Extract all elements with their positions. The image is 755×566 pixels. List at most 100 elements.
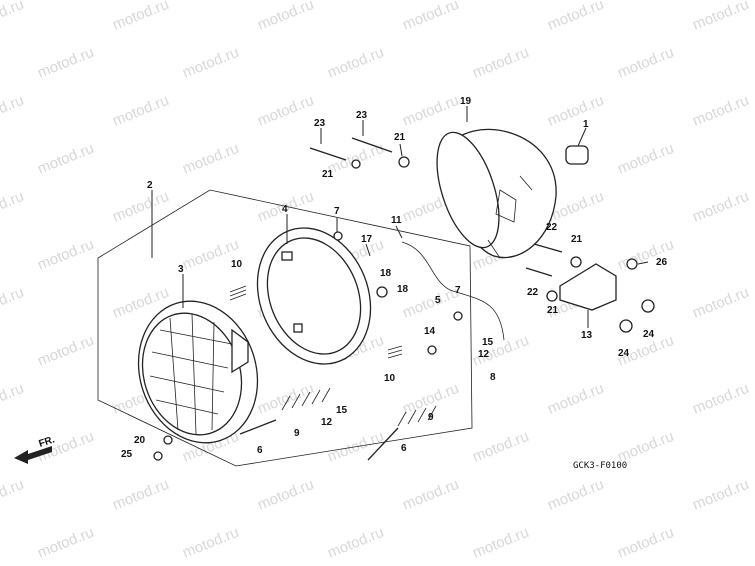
callout-13: 13 — [581, 330, 593, 341]
callout-6b: 6 — [401, 443, 407, 454]
callout-4: 4 — [282, 204, 288, 215]
watermark-text: motod.ru — [615, 44, 676, 82]
watermark-text: motod.ru — [0, 0, 26, 34]
callout-17: 17 — [361, 234, 373, 245]
watermark-text: motod.ru — [35, 140, 96, 178]
callout-24b: 24 — [618, 348, 630, 359]
watermark-text: motod.ru — [470, 428, 531, 466]
callout-18a: 18 — [380, 268, 392, 279]
watermark-text: motod.ru — [325, 140, 386, 178]
watermark-text: motod.ru — [0, 284, 26, 322]
callout-6a: 6 — [257, 445, 263, 456]
watermark-text: motod.ru — [545, 0, 606, 34]
callout-7a: 7 — [334, 206, 340, 217]
callout-25: 25 — [121, 449, 133, 460]
watermark-text: motod.ru — [255, 476, 316, 514]
callout-18b: 18 — [397, 284, 409, 295]
watermark-text: motod.ru — [690, 284, 751, 322]
callout-22a: 22 — [546, 222, 558, 233]
watermark-text: motod.ru — [110, 0, 171, 34]
callout-24a: 24 — [643, 329, 655, 340]
watermark-text: motod.ru — [180, 524, 241, 562]
callout-labels: 1 2 3 4 5 6 6 7 7 8 9 9 10 10 11 12 12 1… — [121, 96, 668, 460]
callout-21c: 21 — [571, 234, 583, 245]
watermark-text: motod.ru — [545, 476, 606, 514]
callout-15b: 15 — [482, 337, 494, 348]
watermark-text: motod.ru — [325, 44, 386, 82]
watermark-text: motod.ru — [255, 380, 316, 418]
callout-21d: 21 — [547, 305, 559, 316]
watermark-text: motod.ru — [255, 92, 316, 130]
callout-2: 2 — [147, 180, 153, 191]
assembly-outline — [97, 189, 473, 467]
callout-22b: 22 — [527, 287, 539, 298]
callout-10b: 10 — [384, 373, 396, 384]
callout-8: 8 — [490, 372, 496, 383]
bolts — [309, 137, 563, 277]
watermark-text: motod.ru — [35, 524, 96, 562]
watermark-text: motod.ru — [325, 524, 386, 562]
callout-14: 14 — [424, 326, 436, 337]
watermark-text: motod.ru — [35, 44, 96, 82]
watermark-text: motod.ru — [255, 0, 316, 34]
front-direction-arrow — [14, 446, 52, 464]
callout-12b: 12 — [478, 349, 490, 360]
watermark-text: motod.ru — [180, 140, 241, 178]
callout-10a: 10 — [231, 259, 243, 270]
watermark-text: motod.ru — [0, 92, 26, 130]
watermark-text: motod.ru — [400, 476, 461, 514]
callout-20: 20 — [134, 435, 146, 446]
springs — [229, 285, 437, 427]
callout-15a: 15 — [336, 405, 348, 416]
watermark-text: motod.ru — [690, 188, 751, 226]
headlight-unit — [137, 300, 259, 444]
callout-23b: 23 — [356, 110, 368, 121]
watermark-text: motod.ru — [690, 380, 751, 418]
callout-26: 26 — [656, 257, 668, 268]
callout-19: 19 — [460, 96, 472, 107]
callout-1: 1 — [583, 119, 589, 130]
watermark-text: motod.ru — [110, 188, 171, 226]
adjusting-screws — [239, 419, 399, 461]
nuts — [153, 156, 655, 461]
diagram-code: GCK3-F0100 — [573, 461, 627, 471]
watermark-text: motod.ru — [615, 140, 676, 178]
leader-lines — [151, 106, 649, 328]
watermark-text: motod.ru — [690, 476, 751, 514]
watermark-text: motod.ru — [35, 236, 96, 274]
watermark-text: motod.ru — [110, 476, 171, 514]
front-arrow-label: FR. — [38, 434, 57, 450]
callout-9a: 9 — [294, 428, 300, 439]
callout-5: 5 — [435, 295, 441, 306]
watermark-text: motod.ru — [545, 92, 606, 130]
mounting-bracket — [559, 263, 617, 311]
watermark-text: motod.ru — [470, 524, 531, 562]
watermark-text: motod.ru — [690, 0, 751, 34]
watermark-text: motod.ru — [400, 284, 461, 322]
watermark-text: motod.ru — [615, 524, 676, 562]
grommet — [565, 145, 589, 165]
watermark-text: motod.ru — [400, 92, 461, 130]
callout-21a: 21 — [394, 132, 406, 143]
watermark-text: motod.ru — [615, 236, 676, 274]
watermark-text: motod.ru — [35, 332, 96, 370]
watermark-text: motod.ru — [690, 92, 751, 130]
headlight-case — [436, 128, 557, 259]
callout-3: 3 — [178, 264, 184, 275]
watermark-text: motod.ru — [0, 188, 26, 226]
watermark-text: motod.ru — [110, 92, 171, 130]
watermark-text: motod.ru — [400, 0, 461, 34]
callout-12a: 12 — [321, 417, 333, 428]
rim-ring — [256, 227, 372, 365]
watermark-text: motod.ru — [545, 380, 606, 418]
watermark-text: motod.ru — [0, 380, 26, 418]
callout-11: 11 — [391, 215, 402, 226]
wire-harness — [401, 241, 505, 341]
watermark-text: motod.ru — [180, 44, 241, 82]
callout-21b: 21 — [322, 169, 334, 180]
watermark-text: motod.ru — [0, 476, 26, 514]
callout-23a: 23 — [314, 118, 326, 129]
watermark-text: motod.ru — [470, 44, 531, 82]
